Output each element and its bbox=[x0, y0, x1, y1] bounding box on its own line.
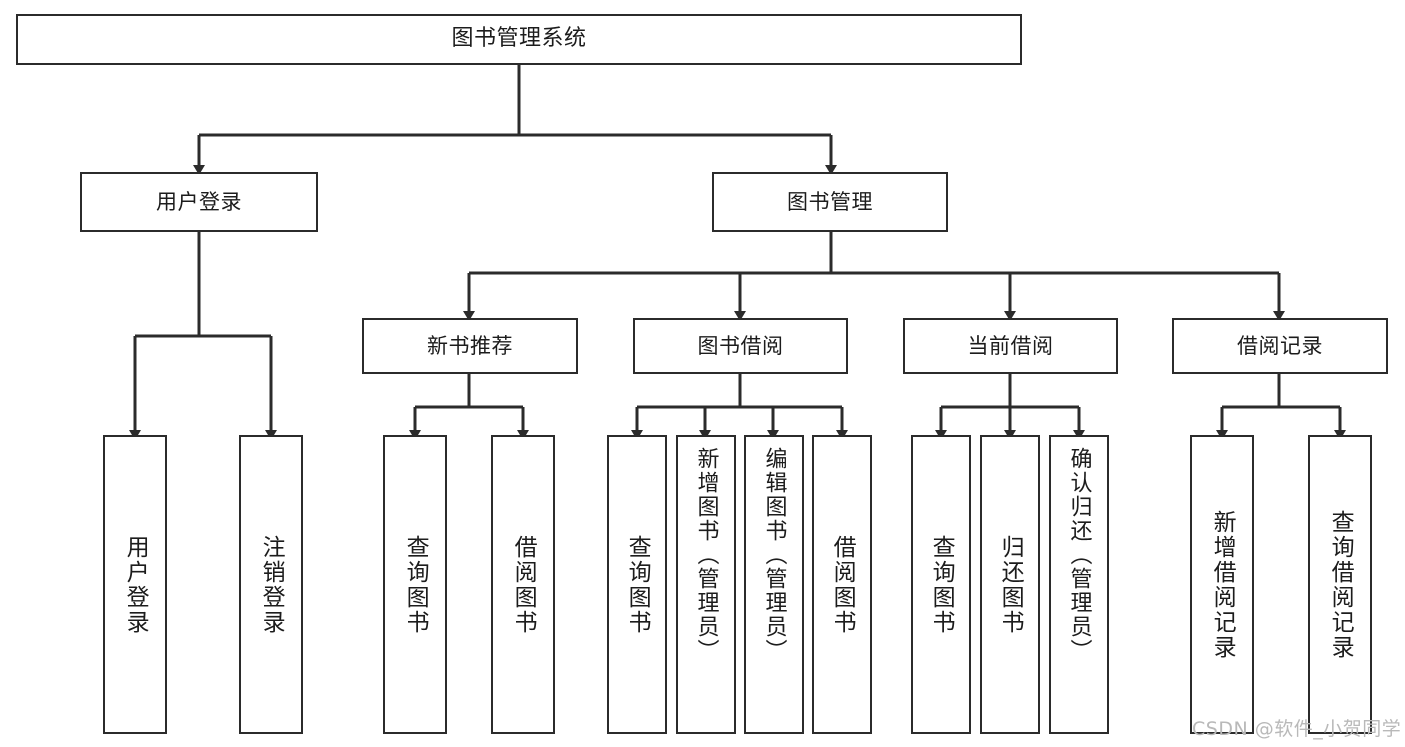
leaf-borrow-edit-book[interactable]: 编辑图书（管理员） bbox=[744, 435, 804, 734]
node-user-login[interactable]: 用户登录 bbox=[80, 172, 318, 232]
node-borrow-record-label: 借阅记录 bbox=[1237, 333, 1323, 358]
leaf-current-query-book[interactable]: 查询图书 bbox=[911, 435, 971, 734]
leaf-record-add-label: 新增借阅记录 bbox=[1209, 509, 1236, 660]
node-book-management-label: 图书管理 bbox=[787, 189, 873, 214]
leaf-record-query-label: 查询借阅记录 bbox=[1327, 509, 1354, 660]
leaf-borrow-borrow-book-label: 借阅图书 bbox=[829, 534, 856, 635]
leaf-user-logout[interactable]: 注销登录 bbox=[239, 435, 303, 734]
node-current-borrow[interactable]: 当前借阅 bbox=[903, 318, 1118, 374]
leaf-borrow-add-book-label: 新增图书（管理员） bbox=[693, 447, 719, 663]
leaf-user-logout-label: 注销登录 bbox=[258, 534, 285, 635]
node-new-book-recommend-label: 新书推荐 bbox=[427, 333, 513, 358]
node-current-borrow-label: 当前借阅 bbox=[967, 333, 1054, 358]
leaf-borrow-borrow-book[interactable]: 借阅图书 bbox=[812, 435, 872, 734]
node-user-login-label: 用户登录 bbox=[156, 189, 242, 214]
csdn-watermark: CSDN @软件_小贺同学 bbox=[1192, 718, 1402, 740]
leaf-new-book-borrow[interactable]: 借阅图书 bbox=[491, 435, 555, 734]
node-borrow-record[interactable]: 借阅记录 bbox=[1172, 318, 1388, 374]
leaf-record-query[interactable]: 查询借阅记录 bbox=[1308, 435, 1372, 734]
leaf-user-login[interactable]: 用户登录 bbox=[103, 435, 167, 734]
leaf-current-return-book[interactable]: 归还图书 bbox=[980, 435, 1040, 734]
leaf-borrow-add-book[interactable]: 新增图书（管理员） bbox=[676, 435, 736, 734]
leaf-current-return-book-label: 归还图书 bbox=[997, 534, 1024, 635]
node-book-borrow[interactable]: 图书借阅 bbox=[633, 318, 848, 374]
leaf-new-book-query-label: 查询图书 bbox=[402, 534, 429, 635]
leaf-borrow-query-book[interactable]: 查询图书 bbox=[607, 435, 667, 734]
leaf-current-confirm-return[interactable]: 确认归还（管理员） bbox=[1049, 435, 1109, 734]
leaf-current-confirm-return-label: 确认归还（管理员） bbox=[1066, 447, 1092, 663]
leaf-new-book-borrow-label: 借阅图书 bbox=[510, 534, 537, 635]
node-book-borrow-label: 图书借阅 bbox=[697, 333, 784, 358]
leaf-borrow-query-book-label: 查询图书 bbox=[624, 534, 651, 635]
node-new-book-recommend[interactable]: 新书推荐 bbox=[362, 318, 578, 374]
leaf-user-login-label: 用户登录 bbox=[122, 534, 149, 635]
leaf-current-query-book-label: 查询图书 bbox=[928, 534, 955, 635]
node-root-label: 图书管理系统 bbox=[451, 26, 587, 52]
leaf-borrow-edit-book-label: 编辑图书（管理员） bbox=[761, 447, 787, 663]
leaf-new-book-query[interactable]: 查询图书 bbox=[383, 435, 447, 734]
node-root[interactable]: 图书管理系统 bbox=[16, 14, 1022, 65]
leaf-record-add[interactable]: 新增借阅记录 bbox=[1190, 435, 1254, 734]
node-book-management[interactable]: 图书管理 bbox=[712, 172, 948, 232]
